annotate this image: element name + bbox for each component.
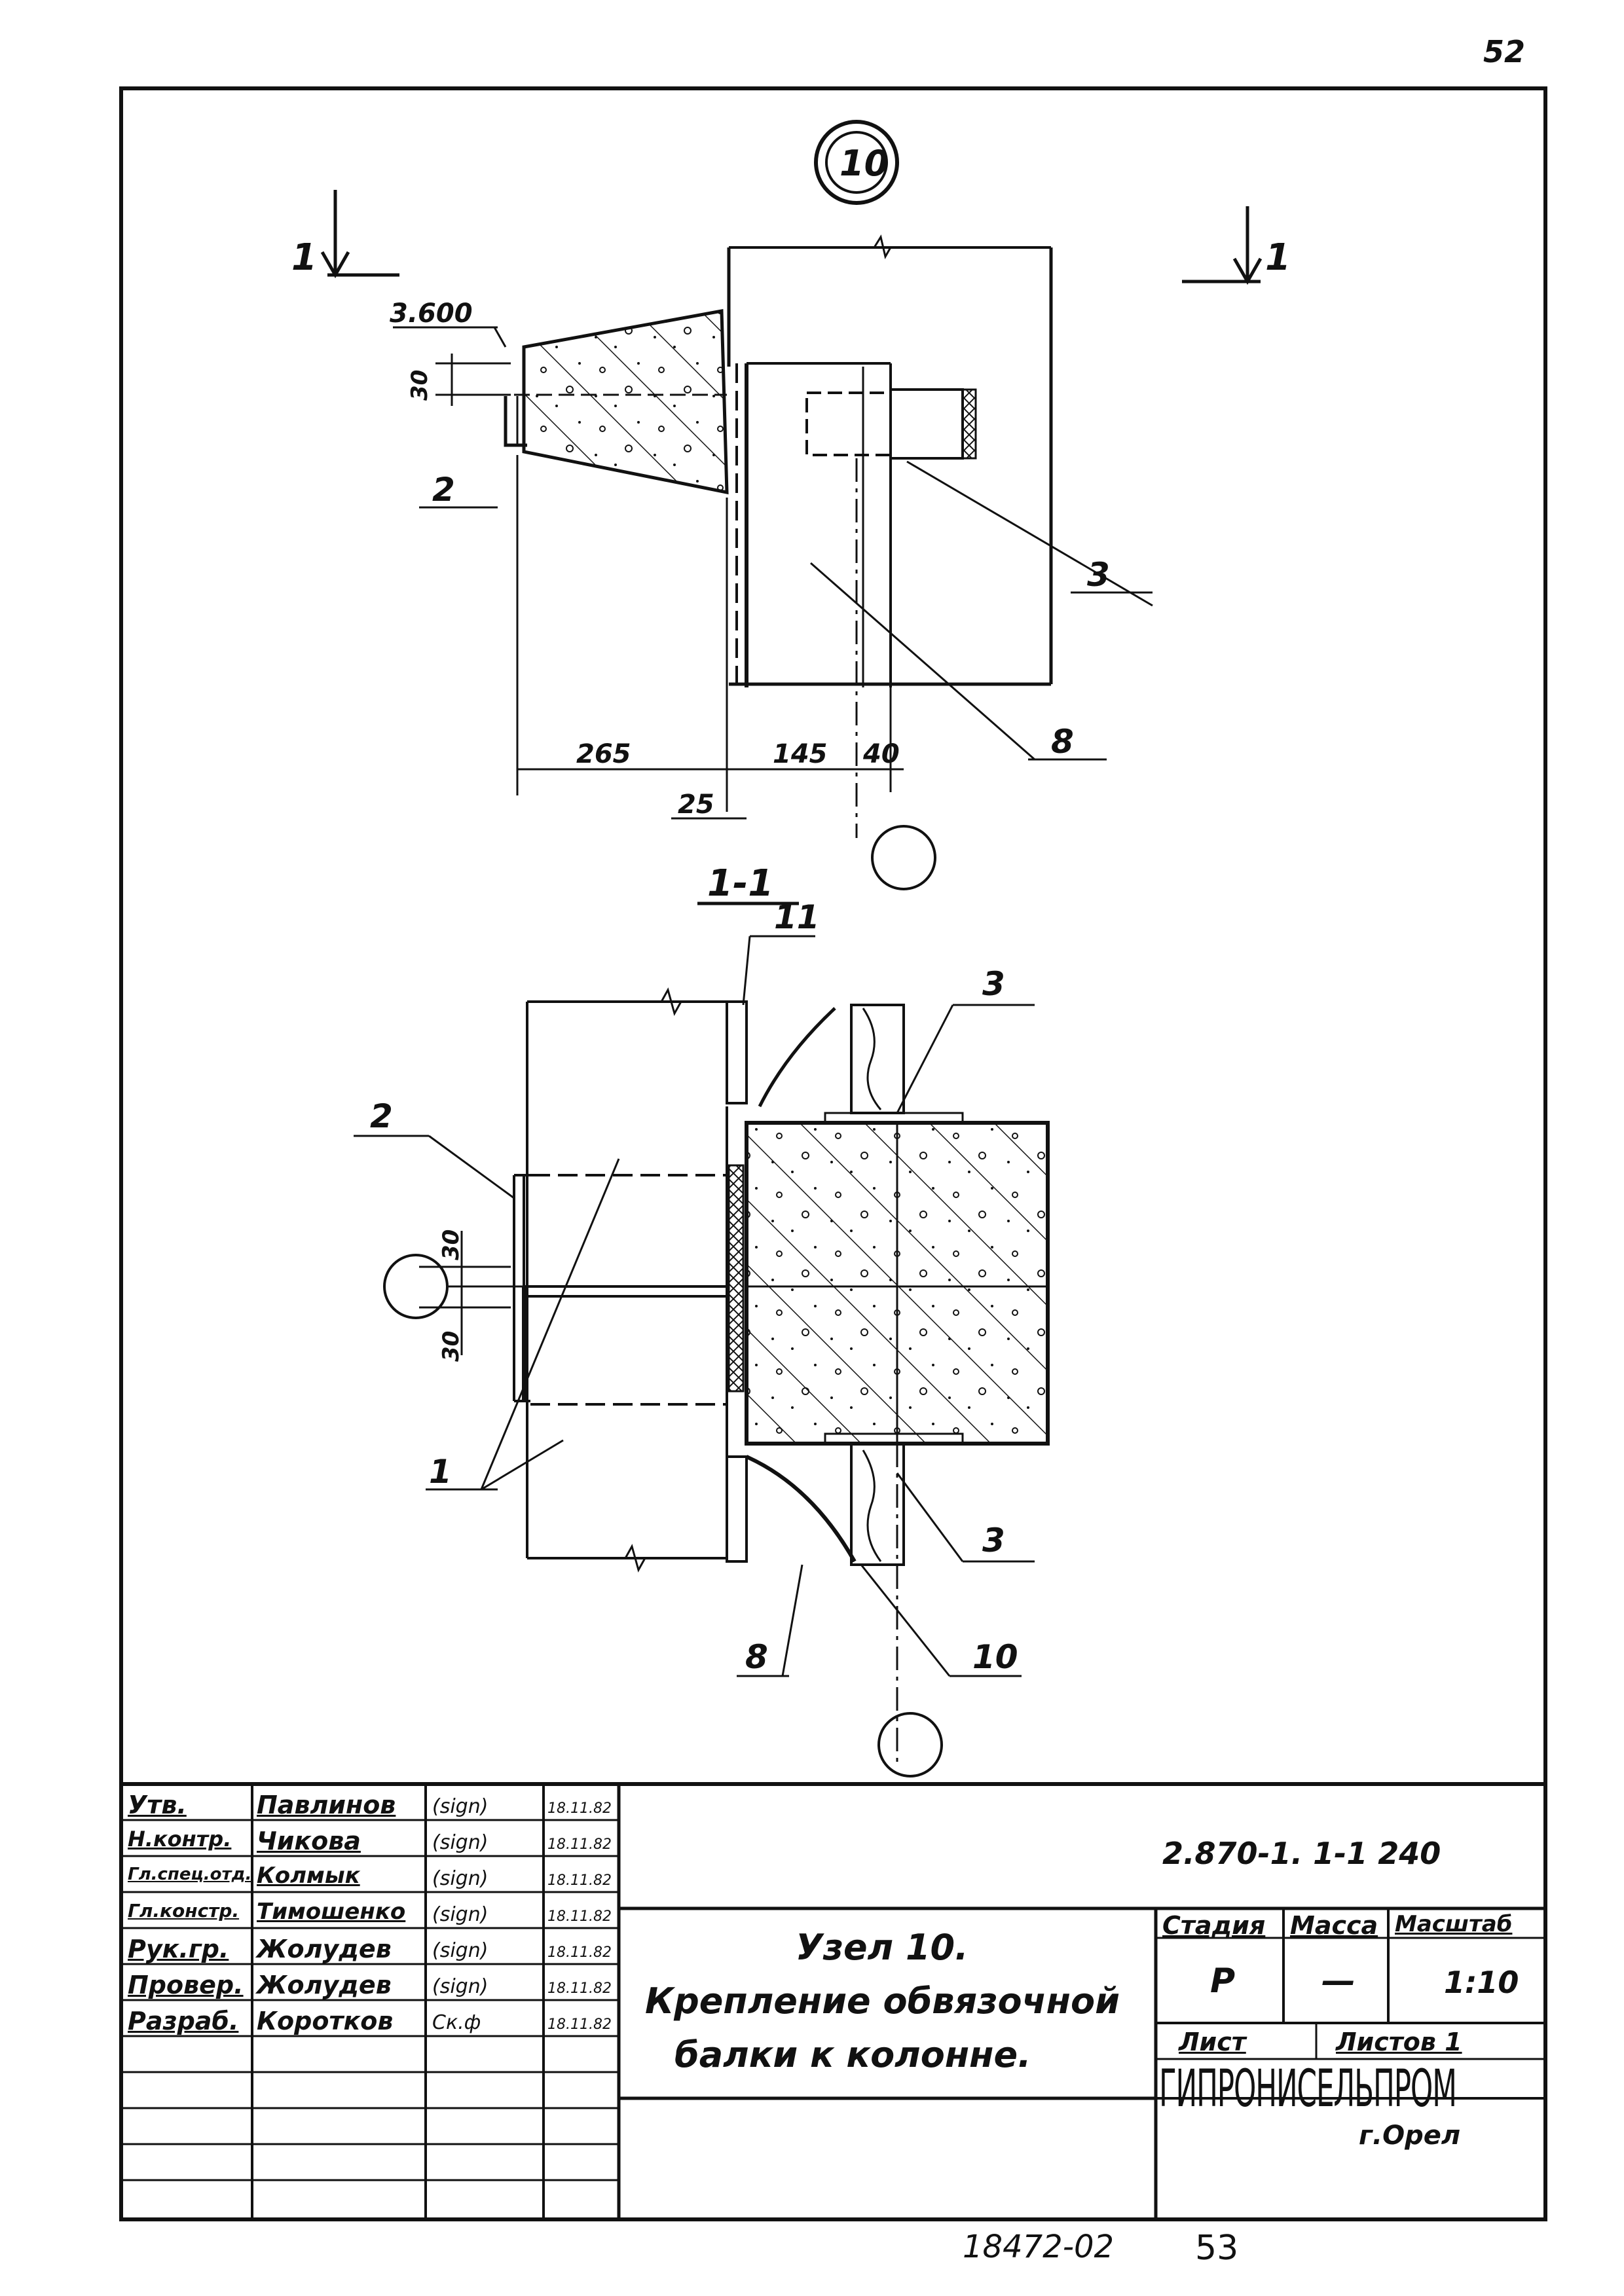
callout-section-1: 1 bbox=[429, 1453, 452, 1491]
signer-name: Жолудев bbox=[257, 1971, 392, 1999]
signer-name: Жолудев bbox=[257, 1935, 392, 1963]
dim-265: 265 bbox=[576, 739, 631, 769]
archive-number: 18472-02 bbox=[963, 2229, 1115, 2265]
signer-name: Чикова bbox=[257, 1827, 361, 1855]
sheet-label: Лист bbox=[1179, 2028, 1246, 2056]
organization-city: г.Орел bbox=[1359, 2121, 1461, 2151]
signer-role: Н.контр. bbox=[128, 1827, 232, 1851]
node-marker: 10 bbox=[814, 120, 899, 205]
stage-value: Р bbox=[1210, 1961, 1236, 2001]
signer-role: Провер. bbox=[128, 1971, 244, 1999]
dim-30-top: 30 bbox=[407, 370, 433, 401]
callout-section-3a: 3 bbox=[982, 965, 1005, 1003]
sign-date: 18.11.82 bbox=[547, 1980, 612, 1997]
signature: (sign) bbox=[432, 1795, 489, 1818]
signature: (sign) bbox=[432, 1867, 489, 1890]
signer-role: Рук.гр. bbox=[128, 1935, 229, 1963]
dim-145: 145 bbox=[773, 739, 828, 769]
node-marker-label: 10 bbox=[840, 143, 889, 184]
top-view bbox=[393, 234, 1153, 890]
signature: Ск.ф bbox=[432, 2011, 481, 2034]
callout-top-2: 2 bbox=[432, 471, 455, 509]
signer-role: Разраб. bbox=[128, 2007, 239, 2035]
signature: (sign) bbox=[432, 1939, 489, 1962]
callout-section-2: 2 bbox=[370, 1097, 393, 1135]
signer-role: Утв. bbox=[128, 1791, 187, 1819]
signer-name: Павлинов bbox=[257, 1791, 396, 1819]
dim-30b: 30 bbox=[438, 1331, 464, 1362]
dim-25: 25 bbox=[678, 790, 714, 820]
organization-name: ГИПРОНИСЕЛЬПРОМ bbox=[1159, 2060, 1457, 2119]
signer-name: Коротков bbox=[257, 2007, 394, 2035]
sign-date: 18.11.82 bbox=[547, 2016, 612, 2033]
sheet-frame bbox=[119, 86, 1547, 2221]
stage-label: Стадия bbox=[1162, 1911, 1266, 1940]
signer-name: Колмык bbox=[257, 1863, 360, 1889]
dim-30a: 30 bbox=[438, 1230, 464, 1260]
callout-section-11: 11 bbox=[774, 898, 820, 936]
mass-value: — bbox=[1321, 1961, 1356, 2001]
signature: (sign) bbox=[432, 1831, 489, 1854]
section-title: 1-1 bbox=[707, 862, 773, 905]
section-view bbox=[354, 935, 1050, 1777]
drawing-title-line-2: Крепление обвязочной bbox=[645, 1980, 1120, 2022]
scale-label: Масштаб bbox=[1395, 1911, 1513, 1937]
sign-date: 18.11.82 bbox=[547, 1872, 612, 1889]
sheet-number: 53 bbox=[1195, 2229, 1239, 2268]
callout-section-3b: 3 bbox=[982, 1522, 1005, 1559]
signer-role: Гл.спец.отд. bbox=[128, 1865, 252, 1884]
sign-date: 18.11.82 bbox=[547, 1800, 612, 1817]
signer-name: Тимошенко bbox=[257, 1899, 406, 1925]
sheets-count-label: Листов 1 bbox=[1336, 2028, 1462, 2056]
section-marker-left-label: 1 bbox=[291, 236, 317, 279]
mass-label: Масса bbox=[1290, 1911, 1378, 1940]
callout-top-8: 8 bbox=[1051, 723, 1074, 761]
page-number: 52 bbox=[1483, 34, 1525, 69]
title-block-grid bbox=[121, 1782, 1545, 2219]
signature: (sign) bbox=[432, 1903, 489, 1926]
callout-section-10: 10 bbox=[972, 1638, 1018, 1676]
section-marker-right-label: 1 bbox=[1265, 236, 1291, 279]
section-marker-left: 1 bbox=[291, 190, 399, 279]
section-marker-right: 1 bbox=[1182, 206, 1291, 285]
document-code: 2.870-1. 1-1 240 bbox=[1162, 1836, 1441, 1871]
signer-role: Гл.констр. bbox=[128, 1900, 240, 1922]
drawing-title-line-3: балки к колонне. bbox=[674, 2034, 1031, 2075]
signature: (sign) bbox=[432, 1975, 489, 1998]
dim-40: 40 bbox=[862, 739, 900, 769]
sign-date: 18.11.82 bbox=[547, 1908, 612, 1925]
elevation-label: 3.600 bbox=[390, 299, 473, 329]
drawing-title-line-1: Узел 10. bbox=[796, 1927, 969, 1968]
callout-top-3: 3 bbox=[1087, 556, 1110, 594]
sign-date: 18.11.82 bbox=[547, 1836, 612, 1853]
sign-date: 18.11.82 bbox=[547, 1944, 612, 1961]
callout-section-8: 8 bbox=[745, 1638, 768, 1676]
scale-value: 1:10 bbox=[1444, 1965, 1519, 2000]
